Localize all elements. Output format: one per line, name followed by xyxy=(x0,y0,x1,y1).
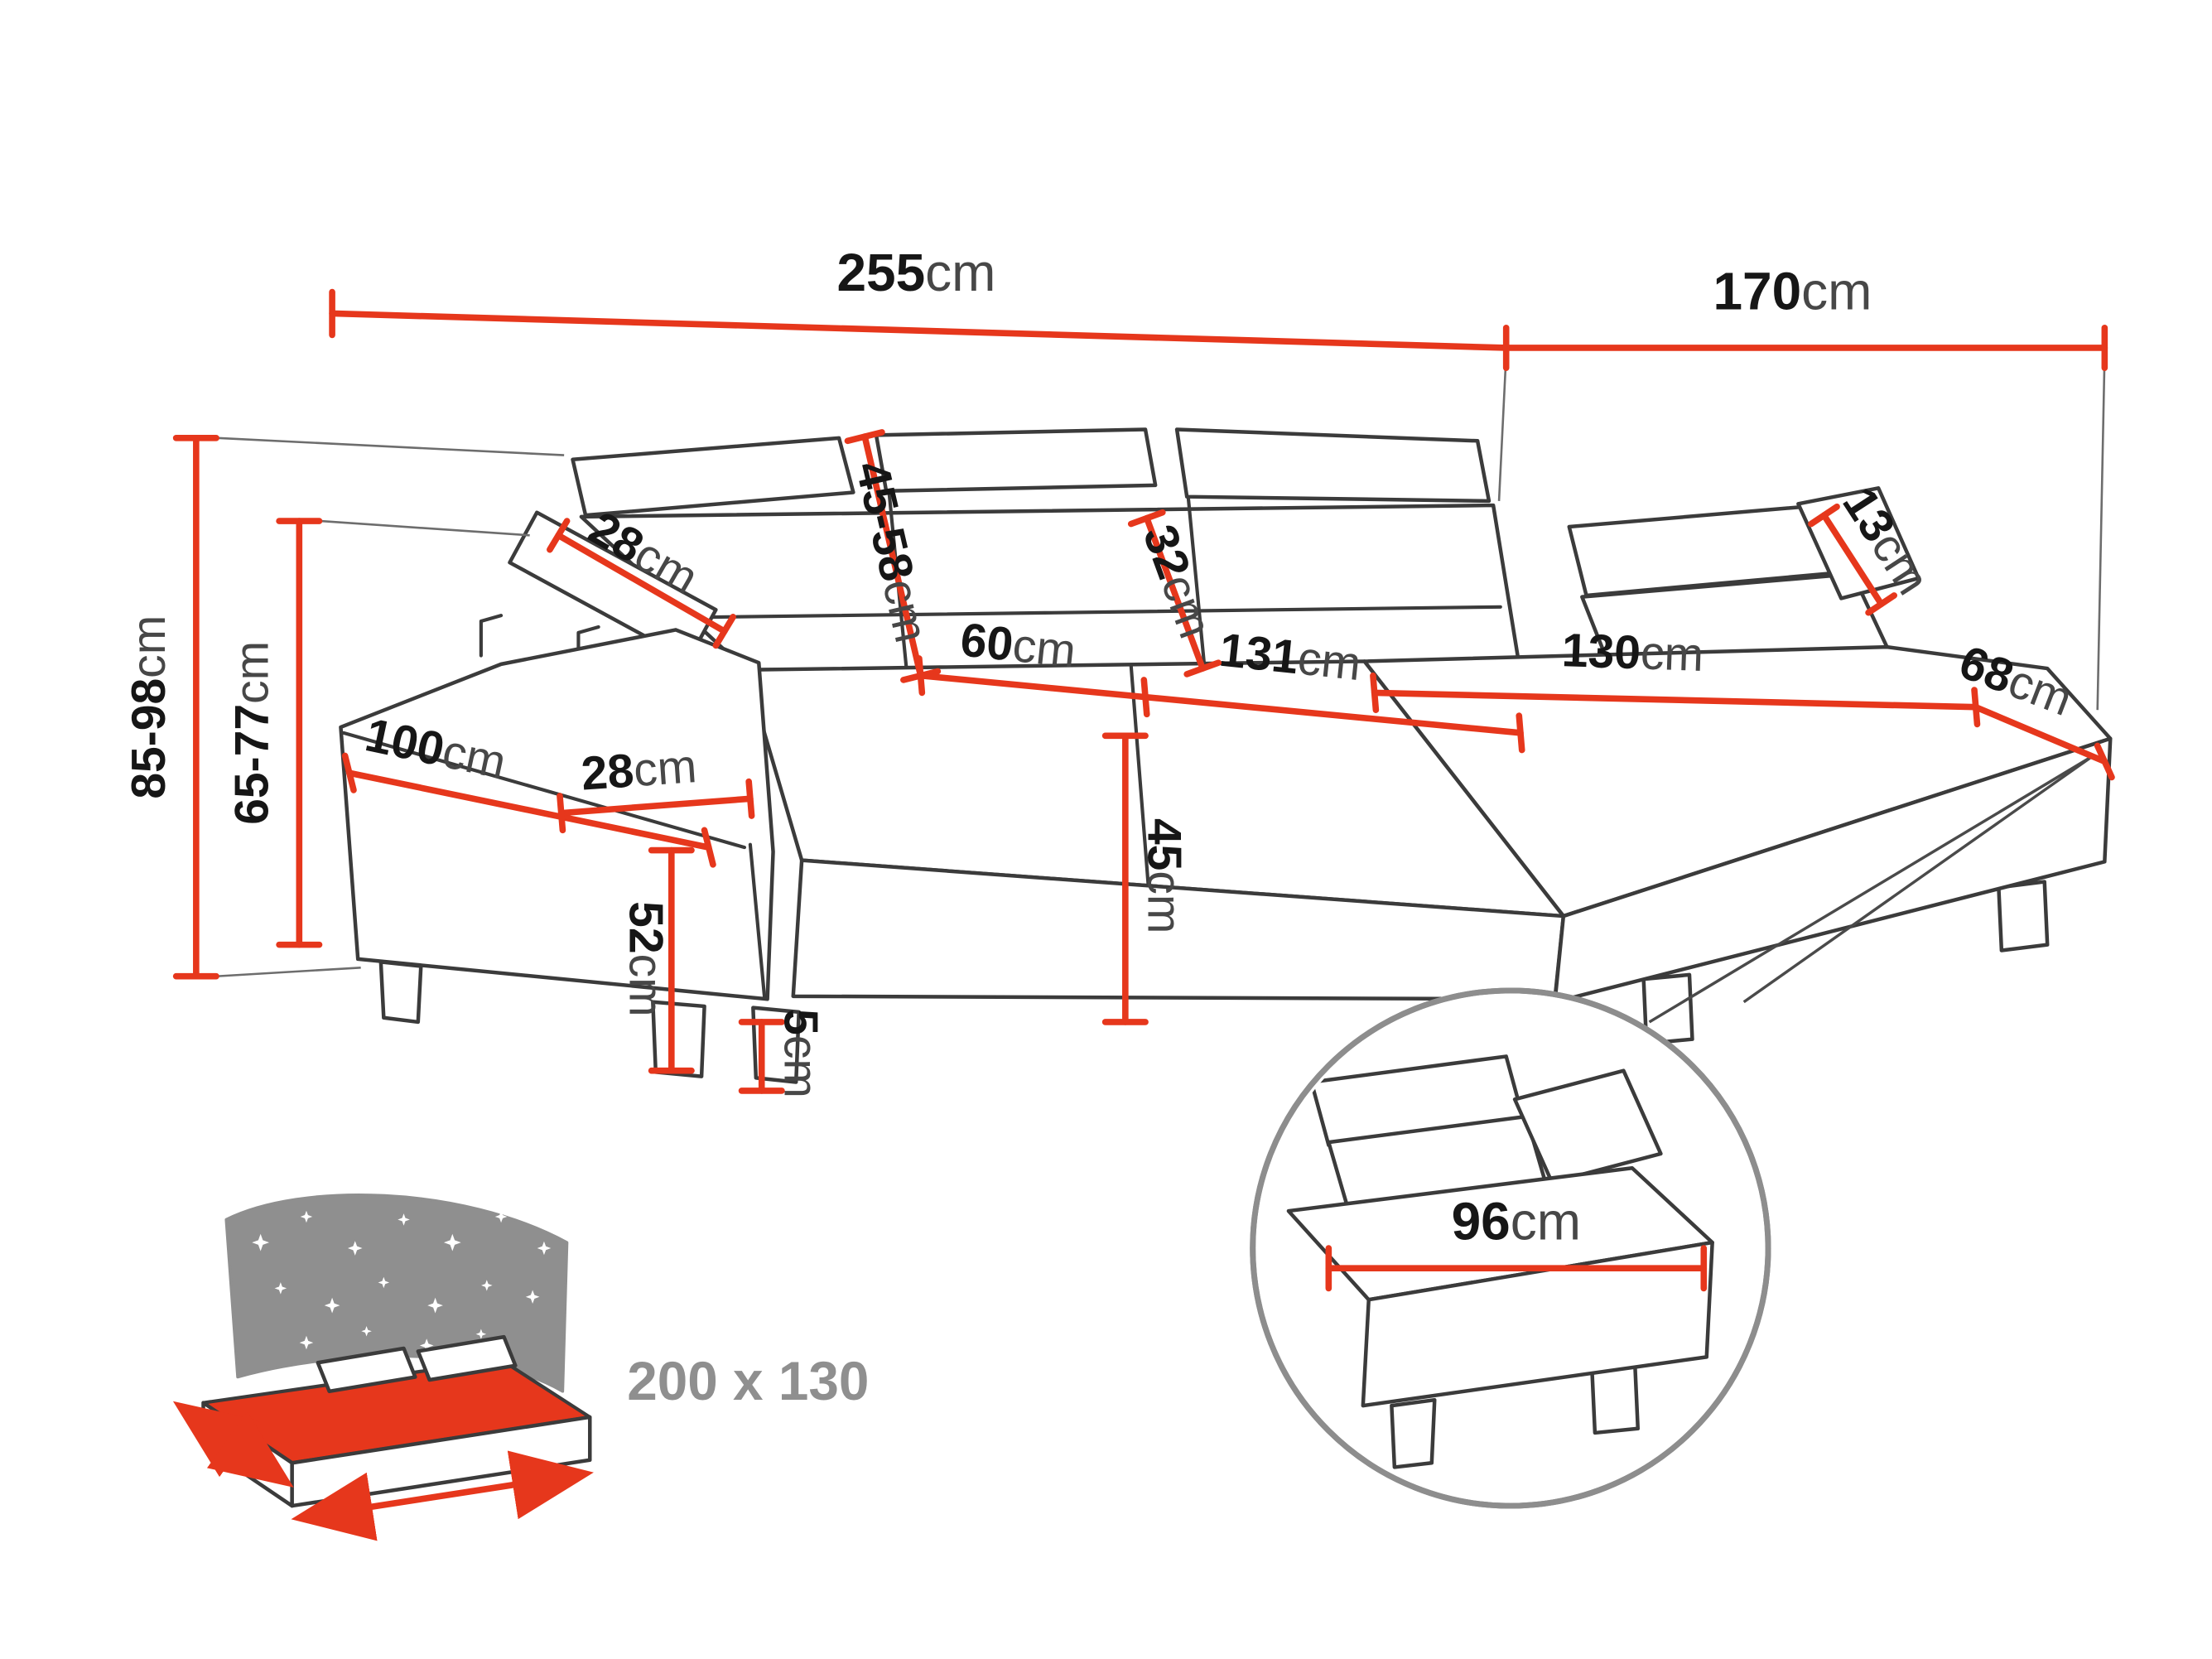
dimension-label: 130cm xyxy=(1561,624,1704,682)
extension-lines xyxy=(217,354,2106,977)
sofa-leg xyxy=(1997,880,2050,952)
sleeping-function-icon: 200 x 130 xyxy=(172,1193,869,1541)
backrest-crease xyxy=(614,605,1502,620)
backrest-seam-right xyxy=(1186,496,1206,665)
armrest-seam xyxy=(748,842,767,1000)
headrest-hinge-icon xyxy=(479,614,504,658)
dimension-label: 28cm xyxy=(580,740,699,801)
dimension-label: 85-98cm xyxy=(123,615,176,799)
sofa-leg xyxy=(1641,972,1694,1046)
detail-leg xyxy=(1590,1363,1640,1435)
dimension-label: 170cm xyxy=(1713,261,1872,321)
seat-cushion-seam xyxy=(1129,663,1150,887)
extension-line xyxy=(320,519,530,537)
detail-front-face xyxy=(1361,1240,1714,1408)
dimension-label-seat-depth: 60cm xyxy=(958,613,1078,678)
bed-length-arrow xyxy=(291,1450,594,1541)
dimension-label: 65-77cm xyxy=(225,641,278,825)
dimension-height-range: 85-98cm xyxy=(123,435,219,980)
dimension-seat-height: 45cm xyxy=(1101,732,1191,1025)
dimension-label: 96cm xyxy=(1452,1192,1581,1251)
dimension-label-seat-width: 131cm xyxy=(1217,624,1363,692)
dimension-headrest-depth: 32cm xyxy=(1127,509,1222,678)
bed-width-arrow xyxy=(172,1401,294,1488)
callout-leader-line xyxy=(1742,755,2094,1004)
dimension-label: 52cm xyxy=(619,901,672,1016)
sofa-drawing xyxy=(339,427,2113,1084)
extension-line xyxy=(217,436,565,456)
sleeping-area-size-label: 200 x 130 xyxy=(627,1351,869,1411)
extension-line xyxy=(2096,354,2106,711)
detail-circle-outline xyxy=(1250,987,1771,1509)
extension-line xyxy=(1497,354,1507,501)
dimension-armrest-height: 52cm xyxy=(619,846,695,1074)
dimension-label: 5cm xyxy=(773,1009,826,1098)
headrest-cushion-left xyxy=(571,436,855,518)
dimension-label: 45cm xyxy=(1137,818,1190,933)
callout-leader-line xyxy=(1648,755,2094,1024)
extension-line xyxy=(217,966,361,977)
dimension-detail-seat-width: 96cm xyxy=(1325,1192,1708,1292)
detail-arm-cushion xyxy=(1512,1068,1663,1184)
headrest-cushion-middle xyxy=(874,427,1158,494)
detail-leg xyxy=(1390,1397,1437,1469)
armrest-crease xyxy=(341,731,747,850)
chaise-front-face xyxy=(1553,736,2113,1004)
sofa-leg xyxy=(651,1000,706,1078)
dimension-chaise-length: 130cm xyxy=(1370,624,1981,728)
dimension-armrest-width: 28cm xyxy=(557,740,755,834)
dimension-total-depth: 170cm xyxy=(1502,261,2108,371)
dimension-backrest-adjustable: 45-58cm xyxy=(844,429,942,683)
dimension-leg-height: 5cm xyxy=(738,1009,826,1098)
dimension-label: 255cm xyxy=(836,243,995,302)
pillow xyxy=(416,1334,518,1382)
sofa-leg xyxy=(378,960,423,1025)
dimension-seat-width-line: 60cm 131cm xyxy=(916,613,1525,754)
headrest-cushion-right xyxy=(1174,427,1492,504)
dimension-overall-width: 255cm xyxy=(329,243,1510,371)
pillow xyxy=(316,1346,417,1394)
dimension-backrest-height-range: 65-77cm xyxy=(225,518,323,948)
detail-callout-leaders xyxy=(1648,755,2094,1024)
